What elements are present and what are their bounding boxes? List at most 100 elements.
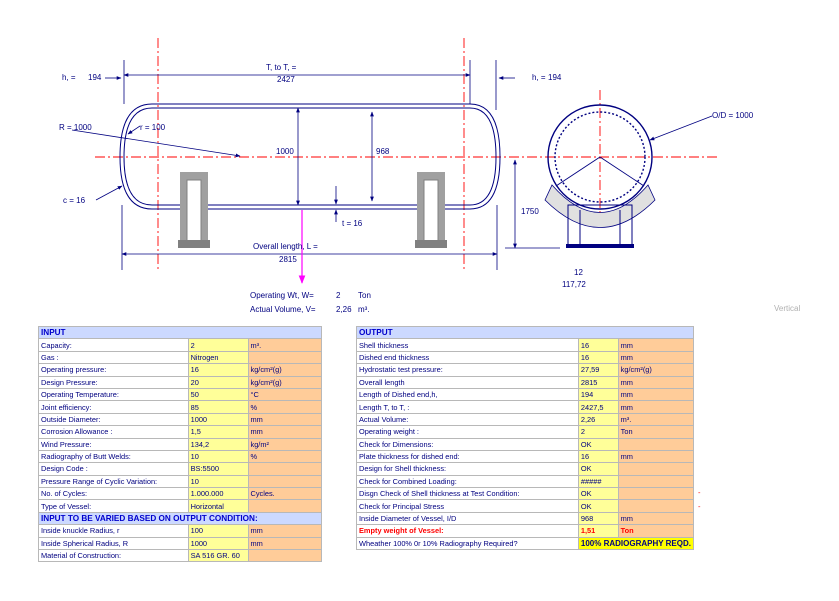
output-label: Plate thickness for dished end: [356, 449, 579, 464]
output-value[interactable]: 2815 [577, 375, 619, 389]
output-value[interactable]: OK [577, 487, 619, 501]
output-value[interactable]: ##### [577, 474, 619, 489]
input-varied-unit: mm [247, 524, 322, 538]
input-varied-value[interactable]: 1000 [187, 536, 249, 551]
input-value[interactable]: 85 [187, 400, 249, 414]
output-value[interactable]: 16 [577, 338, 619, 352]
drawing-labels: h, = 194 h, = 194 T, to T, = 2427 r = 10… [59, 63, 800, 314]
output-unit [617, 474, 695, 489]
output-value[interactable]: OK [577, 437, 619, 451]
input-unit: mm [247, 425, 322, 439]
output-value[interactable]: 2,26 [577, 412, 619, 427]
tl-label: T, to T, = [266, 63, 297, 72]
output-value[interactable]: OK [577, 462, 619, 476]
output-unit [617, 499, 695, 513]
input-value[interactable]: BS:5500 [187, 462, 249, 476]
output-label: Overall length [356, 375, 579, 389]
output-unit: mm [617, 350, 695, 365]
input-unit: mm [247, 412, 322, 427]
input-header: INPUT [38, 325, 322, 340]
output-value[interactable]: 968 [577, 511, 619, 526]
output-value[interactable]: 16 [577, 350, 619, 365]
num-12: 12 [574, 268, 583, 277]
input-label: No. of Cycles: [38, 487, 189, 501]
input-unit [247, 499, 322, 513]
input-value[interactable]: 10 [187, 449, 249, 464]
input-value[interactable]: Horizontal [187, 499, 249, 513]
input-value[interactable]: 134,2 [187, 437, 249, 451]
output-row: Wheather 100% 0r 10% Radiography Require… [356, 536, 695, 551]
output-label: Check for Combined Loading: [356, 474, 579, 489]
input-header-row: INPUT [38, 325, 322, 340]
output-label: Operating weight : [356, 425, 579, 439]
output-label: Check for Dimensions: [356, 437, 579, 451]
output-value[interactable]: 2 [577, 425, 619, 439]
output-value[interactable]: 16 [577, 449, 619, 464]
op-wt-value: 2 [336, 291, 341, 300]
tl-value: 2427 [277, 75, 295, 84]
end-view [544, 104, 656, 248]
act-vol-value: 2,26 [336, 305, 352, 314]
output-header: OUTPUT [356, 325, 694, 340]
input-label: Outside Diameter: [38, 412, 189, 427]
dimension-lines [71, 60, 713, 270]
input-unit: m³. [247, 338, 322, 352]
input-value[interactable]: 20 [187, 375, 249, 389]
input-value[interactable]: 1,5 [187, 425, 249, 439]
input-value[interactable]: 2 [187, 338, 249, 352]
output-row: Disgn Check of Shell thickness at Test C… [356, 487, 695, 501]
overall-label: Overall length, L = [253, 242, 318, 251]
output-value[interactable]: 1,51 [577, 524, 619, 538]
output-value[interactable]: 27,59 [577, 363, 619, 377]
vertical-label: Vertical [774, 304, 800, 313]
input-value[interactable]: 16 [187, 363, 249, 377]
output-label: Dished end thickness [356, 350, 579, 365]
input-label: Type of Vessel: [38, 499, 189, 513]
height-1750: 1750 [521, 207, 539, 216]
input-value[interactable]: 1.000.000 [187, 487, 249, 501]
input-unit: kg/m² [247, 437, 322, 451]
input-unit: kg/cm²(g) [247, 375, 322, 389]
input-unit: °C [247, 387, 322, 402]
input-value[interactable]: 50 [187, 387, 249, 402]
dim-1000: 1000 [276, 147, 294, 156]
input-label: Radiography of Butt Welds: [38, 449, 189, 464]
input-varied-row: Material of Construction:SA 516 GR. 60 [38, 549, 322, 563]
input-label: Joint efficiency: [38, 400, 189, 414]
input-row: Type of Vessel:Horizontal [38, 499, 322, 513]
input-value[interactable]: 1000 [187, 412, 249, 427]
c-label: c = 16 [63, 196, 86, 205]
right-saddle [415, 172, 447, 248]
input-value[interactable]: Nitrogen [187, 350, 249, 365]
input-varied-value[interactable]: SA 516 GR. 60 [187, 549, 249, 563]
output-label: Actual Volume: [356, 412, 579, 427]
output-label: Disgn Check of Shell thickness at Test C… [356, 487, 579, 501]
input-label: Wind Pressure: [38, 437, 189, 451]
input-varied-unit: mm [247, 536, 322, 551]
output-label: Hydrostatic test pressure: [356, 363, 579, 377]
output-header-row: OUTPUT [356, 325, 694, 340]
act-vol-unit: m³. [358, 305, 370, 314]
output-value[interactable]: 2427,5 [577, 400, 619, 414]
vessel-body [119, 103, 501, 210]
input-unit: Cycles. [247, 487, 322, 501]
input-unit [247, 350, 322, 365]
output-value[interactable]: 100% RADIOGRAPHY REQD. [577, 536, 695, 551]
input-value[interactable]: 10 [187, 474, 249, 489]
output-label: Shell thickness [356, 338, 579, 352]
output-value[interactable]: OK [577, 499, 619, 513]
input-varied-label: Material of Construction: [38, 549, 189, 563]
output-unit: mm [617, 375, 695, 389]
input-varied-value[interactable]: 100 [187, 524, 249, 538]
output-value[interactable]: 194 [577, 387, 619, 402]
act-vol-label: Actual Volume, V= [250, 305, 316, 314]
